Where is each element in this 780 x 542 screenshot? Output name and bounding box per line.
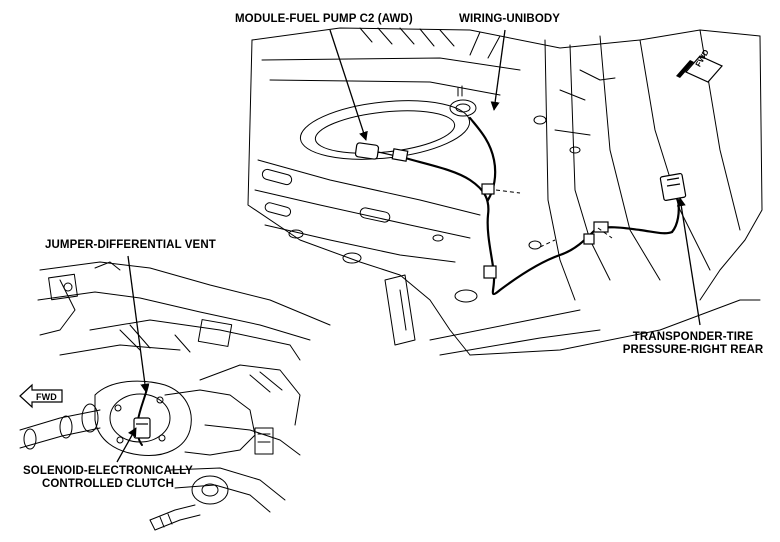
dashed-callouts: [495, 189, 613, 248]
differential-view: [19, 261, 331, 531]
fwd-marker-top-right: [676, 55, 723, 83]
solenoid-body: [133, 417, 151, 439]
leader-arrows: [116, 29, 701, 463]
label-solenoid-line2: CONTROLLED CLUTCH: [41, 478, 175, 490]
label-solenoid-line1: SOLENOID-ELECTRONICALLY: [23, 465, 193, 477]
arrow-jumper-vent: [127, 255, 150, 393]
label-transponder-line1: TRANSPONDER-TIRE: [632, 331, 754, 343]
label-jumper-differential-vent: JUMPER-DIFFERENTIAL VENT: [45, 239, 216, 251]
arrow-wiring-unibody: [490, 29, 506, 111]
fwd-label-bottom-left: FWD: [36, 392, 57, 402]
arrow-fuel-pump-module: [329, 29, 368, 141]
wiring-connectors: [354, 142, 687, 279]
label-transponder-line2: PRESSURE-RIGHT REAR: [622, 344, 764, 356]
label-solenoid-clutch: SOLENOID-ELECTRONICALLY CONTROLLED CLUTC…: [18, 465, 198, 491]
arrow-transponder: [676, 197, 701, 326]
fwd-marker-bottom-left: [19, 383, 63, 409]
label-fuel-pump-module: MODULE-FUEL PUMP C2 (AWD): [235, 13, 413, 25]
label-transponder-tire-pressure: TRANSPONDER-TIRE PRESSURE-RIGHT REAR: [613, 331, 773, 357]
label-wiring-unibody: WIRING-UNIBODY: [459, 13, 561, 25]
underbody-view: [247, 27, 763, 356]
arrow-solenoid: [116, 427, 137, 463]
